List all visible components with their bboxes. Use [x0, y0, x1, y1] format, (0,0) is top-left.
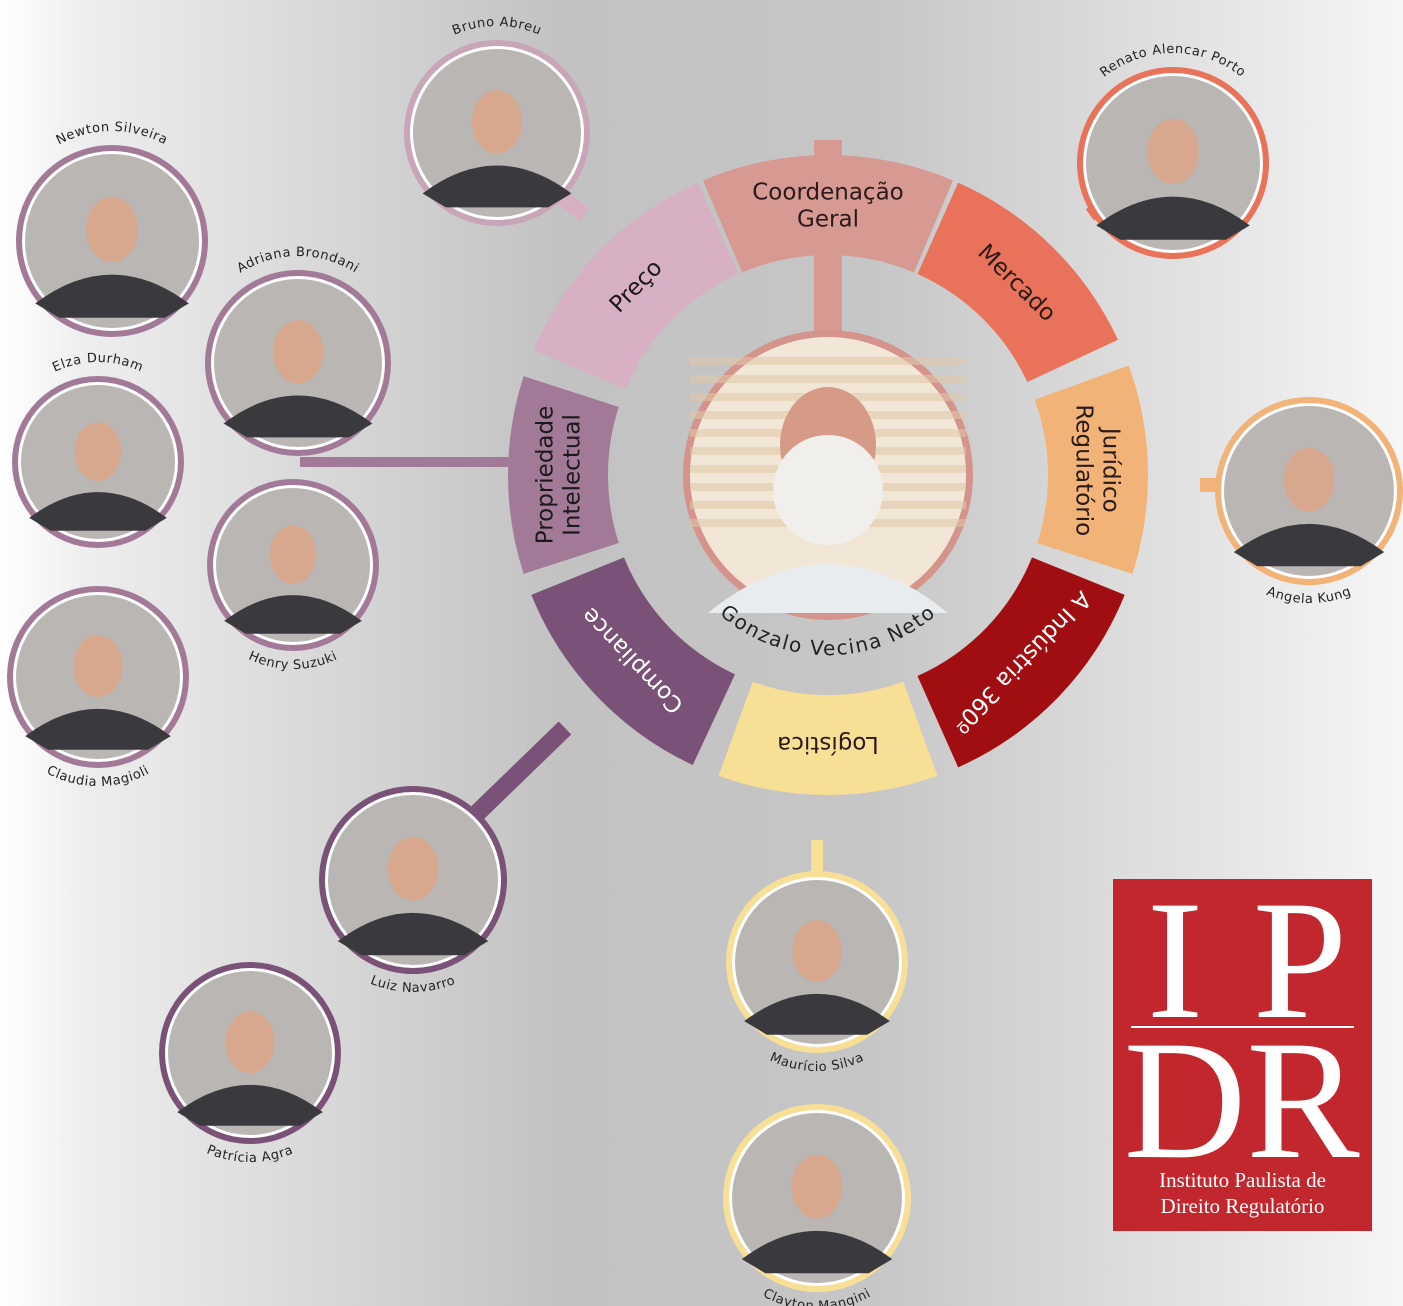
portrait-body [35, 274, 189, 318]
portrait-beard [773, 435, 883, 545]
segment-label-coordenacao: Geral [797, 207, 859, 233]
person-newton-silveira: Newton Silveira [16, 120, 208, 337]
portrait-face [791, 1154, 843, 1219]
person-name-label: Elza Durham [50, 351, 145, 376]
connector-compliance [463, 721, 572, 827]
person-adriana-brondani: Adriana Brondani [205, 245, 391, 456]
segment-label-juridico: Regulatório [1070, 404, 1096, 536]
portrait-body [1233, 523, 1385, 567]
person-renato-alencar-porto: Renato Alencar Porto [1077, 42, 1269, 259]
segment-logistica [718, 681, 938, 796]
person-angela-kung: Angela Kung [1215, 397, 1403, 607]
segment-juridico [1034, 365, 1148, 574]
segment-preco [533, 182, 739, 390]
portrait-face [86, 196, 138, 263]
person-claudia-magioli: Claudia Magioli [7, 586, 189, 790]
portrait-body [29, 492, 167, 531]
person-henry-suzuki: Henry Suzuki [207, 479, 379, 673]
ring-segments: CoordenaçãoGeralMercadoJurídicoRegulatór… [508, 155, 1148, 796]
portrait-body [25, 708, 171, 750]
portrait-body [1096, 196, 1250, 240]
segment-label-juridico: Jurídico [1097, 426, 1123, 513]
portrait-face [225, 1011, 275, 1074]
portrait-face [73, 635, 123, 698]
segment-mercado [917, 182, 1119, 383]
portrait-face [792, 920, 842, 983]
person-luiz-navarro: Luiz Navarro [319, 786, 507, 996]
portrait-face [471, 90, 523, 154]
segment-label-propriedade: Propriedade [533, 406, 559, 545]
logo-letter: P [1253, 866, 1348, 1054]
portrait-body [177, 1084, 323, 1126]
person-name-label: Luiz Navarro [368, 973, 457, 996]
logo-letter: I [1147, 866, 1204, 1054]
person-name-label: Patrícia Agra [205, 1143, 296, 1167]
person-name-label: Bruno Abreu [450, 15, 544, 39]
portrait-body [223, 395, 373, 438]
person-bruno-abreu: Bruno Abreu [404, 15, 590, 226]
logo-line-2: Direito Regulatório [1161, 1194, 1325, 1218]
person-mauricio-silva: Maurício Silva [726, 871, 908, 1075]
segment-label-logistica: Logística [777, 731, 879, 757]
logo-letter: D [1124, 1006, 1247, 1194]
portrait-face [387, 836, 439, 901]
portrait-face [1147, 118, 1199, 185]
person-clayton-mangini: Clayton Mangini [723, 1104, 911, 1306]
logo-letter: R [1246, 1006, 1360, 1194]
logo-line-1: Instituto Paulista de [1159, 1168, 1326, 1192]
portrait-body [337, 912, 489, 956]
segment-label-propriedade: Intelectual [560, 414, 586, 536]
person-elza-durham: Elza Durham [12, 351, 184, 548]
portrait-face [74, 422, 122, 481]
segment-coordenacao [702, 155, 954, 273]
person-name-label: Henry Suzuki [246, 649, 339, 673]
portrait-body [744, 993, 890, 1035]
portrait-body [741, 1230, 893, 1274]
segment-compliance [531, 557, 736, 766]
portrait-face [269, 525, 317, 584]
person-name-label: Maurício Silva [768, 1050, 867, 1075]
segment-label-coordenacao: Coordenação [752, 180, 904, 206]
portrait-body [422, 165, 572, 208]
portrait-face [1283, 447, 1335, 512]
portrait-body [224, 595, 362, 634]
person-patricia-agra: Patrícia Agra [159, 962, 341, 1166]
logo-background [1113, 879, 1372, 1231]
segment-propriedade [508, 376, 619, 574]
portrait-face [272, 320, 324, 384]
person-name-label: Angela Kung [1265, 584, 1354, 607]
person-name-label: Newton Silveira [54, 120, 170, 148]
portrait-shirt [708, 564, 948, 613]
segment-industria [917, 557, 1125, 768]
center-photo: Gonzalo Vecina Neto [683, 330, 973, 660]
